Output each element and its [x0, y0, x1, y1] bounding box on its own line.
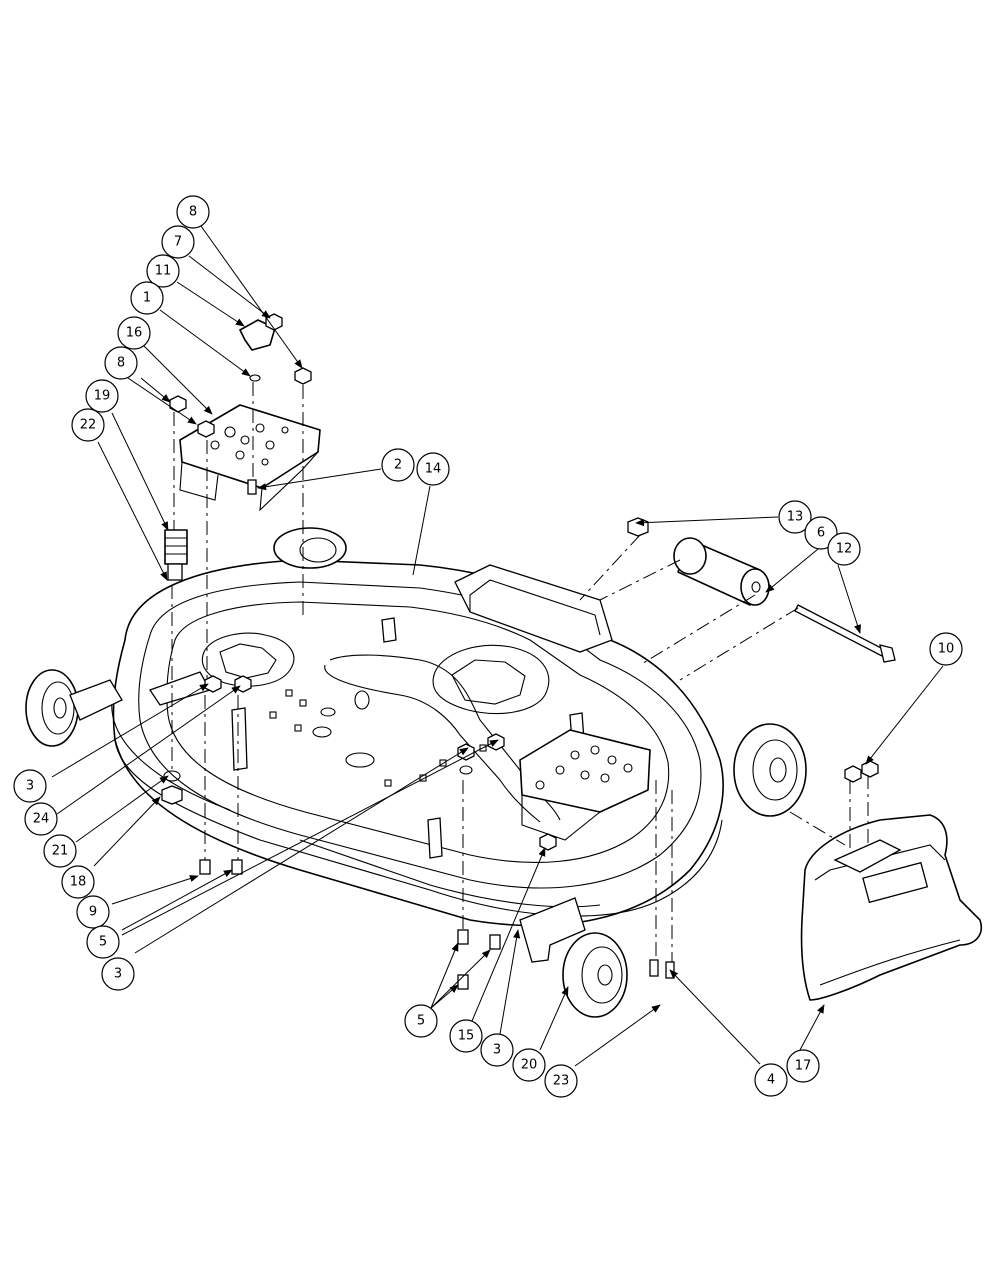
shaft-12: [794, 604, 896, 663]
callout-7: 7: [161, 225, 195, 259]
callout-label: 3: [26, 779, 34, 794]
callout-19: 19: [85, 379, 119, 413]
callout-label: 18: [70, 875, 87, 890]
callout-label: 15: [458, 1029, 475, 1044]
callout-label: 10: [938, 642, 955, 657]
callout-label: 1: [143, 291, 151, 306]
callout-5: 5: [86, 925, 120, 959]
discharge-chute-17: [800, 814, 982, 1001]
callout-20: 20: [512, 1048, 546, 1082]
callout-label: 16: [126, 326, 143, 341]
callout-label: 5: [417, 1014, 425, 1029]
callout-23: 23: [544, 1064, 578, 1098]
callout-5: 5: [404, 1004, 438, 1038]
callout-label: 21: [52, 844, 69, 859]
callout-18: 18: [61, 865, 95, 899]
callout-4: 4: [754, 1063, 788, 1097]
callout-label: 13: [787, 510, 804, 525]
callout-label: 17: [795, 1059, 812, 1074]
callout-15: 15: [449, 1019, 483, 1053]
callout-10: 10: [929, 632, 963, 666]
bracket-plate-16: [179, 404, 321, 512]
mower-deck: [111, 559, 724, 927]
callout-2: 2: [381, 448, 415, 482]
callout-label: 8: [189, 205, 197, 220]
bracket-11: [239, 319, 276, 351]
caster-wheel-rear: [273, 527, 347, 569]
callout-label: 2: [394, 458, 402, 473]
callout-8: 8: [176, 195, 210, 229]
callout-label: 3: [114, 967, 122, 982]
callout-3: 3: [101, 957, 135, 991]
callout-3: 3: [13, 769, 47, 803]
callout-label: 20: [521, 1058, 538, 1073]
centerlines: [171, 382, 869, 962]
leader-lines: [51, 225, 944, 1067]
callout-22: 22: [71, 408, 105, 442]
callout-label: 6: [817, 526, 825, 541]
bracket-plate-right: [519, 729, 651, 841]
callout-label: 9: [89, 905, 97, 920]
callout-label: 7: [174, 235, 182, 250]
caster-wheel-left: [25, 669, 123, 747]
callout-label: 3: [493, 1043, 501, 1058]
caster-wheel-right: [733, 723, 807, 817]
caster-wheel-front: [519, 897, 628, 1018]
callout-6: 6: [804, 516, 838, 550]
roller-6: [673, 537, 770, 606]
callout-17: 17: [786, 1049, 820, 1083]
callout-9: 9: [76, 895, 110, 929]
callout-label: 4: [767, 1073, 775, 1088]
spring-19: [164, 529, 188, 581]
callout-label: 5: [99, 935, 107, 950]
callout-label: 22: [80, 418, 97, 433]
callout-13: 13: [778, 500, 812, 534]
callout-label: 14: [425, 462, 442, 477]
callout-12: 12: [827, 532, 861, 566]
callout-24: 24: [24, 802, 58, 836]
callout-21: 21: [43, 834, 77, 868]
callout-label: 23: [553, 1074, 570, 1089]
callout-label: 11: [155, 264, 172, 279]
callout-label: 19: [94, 389, 111, 404]
callout-1: 1: [130, 281, 164, 315]
callout-label: 12: [836, 542, 853, 557]
callout-3: 3: [480, 1033, 514, 1067]
callout-label: 8: [117, 356, 125, 371]
callout-16: 16: [117, 316, 151, 350]
callout-14: 14: [416, 452, 450, 486]
callout-8: 8: [104, 346, 138, 380]
callout-11: 11: [146, 254, 180, 288]
callout-label: 24: [33, 812, 50, 827]
